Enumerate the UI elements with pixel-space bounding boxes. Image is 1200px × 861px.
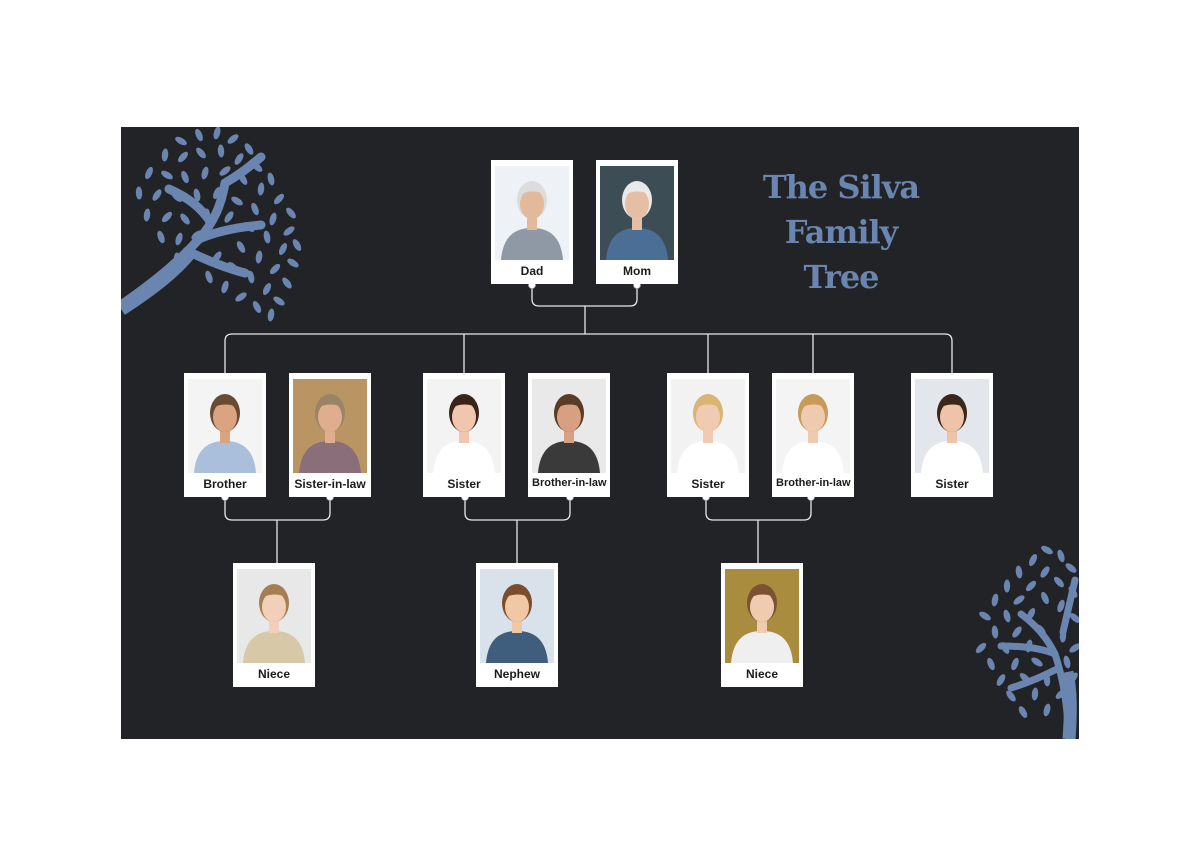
tree-decoration-bottom-right — [975, 545, 1079, 739]
member-label: Sister — [691, 477, 725, 491]
person-photo-icon — [915, 379, 989, 473]
member-label: Sister — [447, 477, 481, 491]
member-label: Mom — [623, 264, 651, 278]
person-photo-icon — [480, 569, 554, 663]
member-card-mom[interactable]: Mom — [596, 160, 678, 284]
member-card-sister-3[interactable]: Sister — [911, 373, 993, 497]
member-card-brother-in-law-1[interactable]: Brother-in-law — [528, 373, 610, 497]
person-photo-icon — [776, 379, 850, 473]
member-label: Brother-in-law — [776, 477, 851, 489]
member-card-nephew[interactable]: Nephew — [476, 563, 558, 687]
member-label: Nephew — [493, 667, 540, 681]
person-photo-icon — [188, 379, 262, 473]
person-photo-icon — [725, 569, 799, 663]
member-card-niece-1[interactable]: Niece — [233, 563, 315, 687]
person-photo-icon — [600, 166, 674, 260]
family-tree-title: The Silva Family Tree — [741, 165, 941, 300]
family-tree-board: The Silva Family Tree Dad Mom Brother Si… — [121, 127, 1079, 739]
title-line-2: Family — [784, 213, 898, 251]
member-label: Niece — [745, 667, 779, 681]
person-photo-icon — [671, 379, 745, 473]
member-label: Brother-in-law — [532, 477, 607, 489]
title-line-3: Tree — [803, 258, 879, 296]
member-card-sister-2[interactable]: Sister — [667, 373, 749, 497]
member-card-brother-in-law-2[interactable]: Brother-in-law — [772, 373, 854, 497]
member-label: Dad — [520, 264, 544, 278]
person-photo-icon — [293, 379, 367, 473]
member-label: Niece — [257, 667, 291, 681]
person-photo-icon — [532, 379, 606, 473]
person-photo-icon — [427, 379, 501, 473]
person-photo-icon — [495, 166, 569, 260]
member-label: Sister-in-law — [294, 477, 366, 491]
member-card-sister-1[interactable]: Sister — [423, 373, 505, 497]
member-label: Brother — [203, 477, 247, 491]
member-card-sister-in-law[interactable]: Sister-in-law — [289, 373, 371, 497]
person-photo-icon — [237, 569, 311, 663]
member-card-brother[interactable]: Brother — [184, 373, 266, 497]
member-card-dad[interactable]: Dad — [491, 160, 573, 284]
member-label: Sister — [935, 477, 969, 491]
title-line-1: The Silva — [762, 168, 920, 206]
member-card-niece-2[interactable]: Niece — [721, 563, 803, 687]
tree-decoration-top-left — [121, 127, 302, 322]
